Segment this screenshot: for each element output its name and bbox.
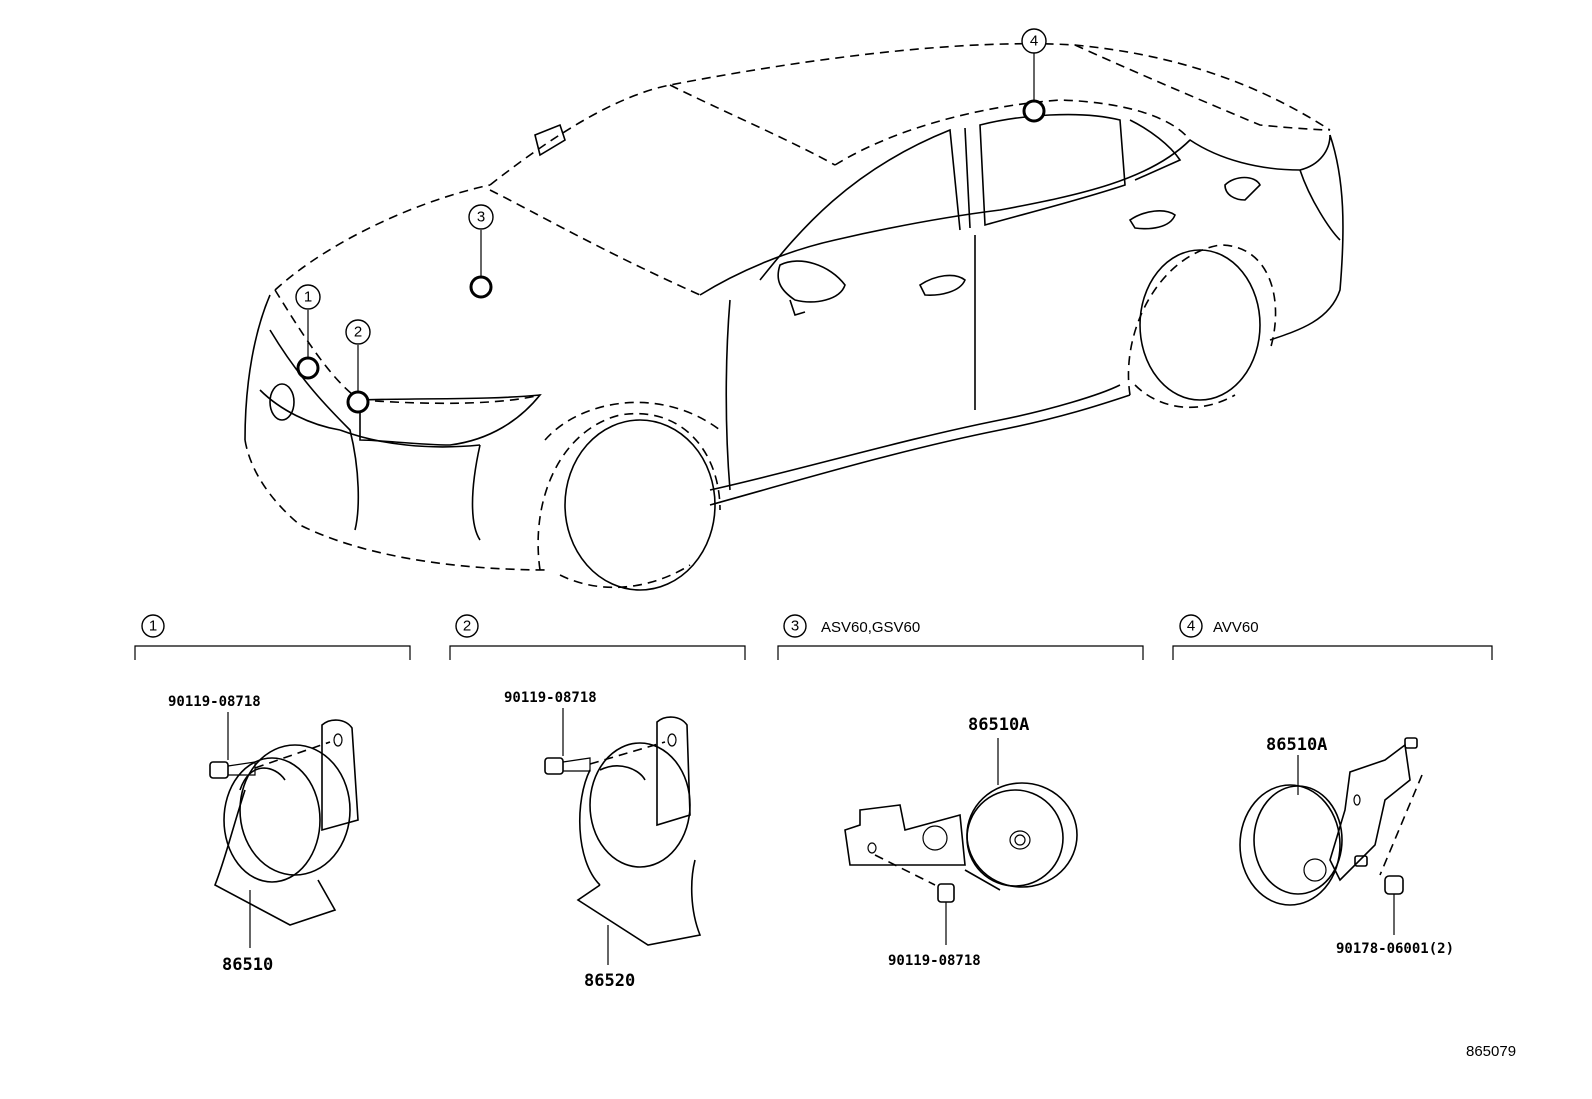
location-marker-4 <box>1022 99 1046 123</box>
callout-2: 2 <box>345 319 371 345</box>
section-1-number: 1 <box>149 618 157 635</box>
horn-86510a-s3-drawing <box>844 738 1078 945</box>
figure-reference: 865079 <box>1466 1043 1516 1060</box>
section-4-header: 4 AVV60 <box>1172 614 1493 660</box>
part-label-s3-bolt: 90119-08718 <box>888 953 981 969</box>
section-2-number: 2 <box>463 618 471 635</box>
part-label-s4-nut: 90178-06001(2) <box>1336 941 1454 957</box>
section-4-label: AVV60 <box>1213 619 1259 636</box>
callout-1-label: 1 <box>304 289 312 306</box>
callout-3: 3 <box>468 204 494 230</box>
part-label-s3-horn: 86510A <box>968 715 1029 735</box>
car-outline <box>244 42 1344 591</box>
part-label-s2-bolt: 90119-08718 <box>504 690 597 706</box>
section-2-header: 2 <box>449 614 746 660</box>
callout-1: 1 <box>295 284 321 310</box>
horn-86510a-s4-drawing <box>1239 737 1423 935</box>
location-marker-1 <box>296 356 320 380</box>
section-1-header: 1 <box>134 614 411 660</box>
callout-4: 4 <box>1021 28 1047 54</box>
section-3-label: ASV60,GSV60 <box>821 619 920 636</box>
part-label-s1-bolt: 90119-08718 <box>168 694 261 710</box>
location-markers <box>296 53 1046 414</box>
section-3-header: 3 ASV60,GSV60 <box>777 614 1144 660</box>
part-label-s2-horn: 86520 <box>584 971 635 991</box>
horn-86520-drawing <box>544 708 702 965</box>
section-3-number: 3 <box>791 618 799 635</box>
horn-86510-drawing <box>209 712 359 948</box>
part-label-s1-horn: 86510 <box>222 955 273 975</box>
part-label-s4-horn: 86510A <box>1266 735 1327 755</box>
location-marker-2 <box>346 390 370 414</box>
callout-3-label: 3 <box>477 209 485 226</box>
location-marker-3 <box>469 275 493 299</box>
section-4-number: 4 <box>1187 618 1195 635</box>
callout-4-label: 4 <box>1030 33 1038 50</box>
callout-2-label: 2 <box>354 324 362 341</box>
